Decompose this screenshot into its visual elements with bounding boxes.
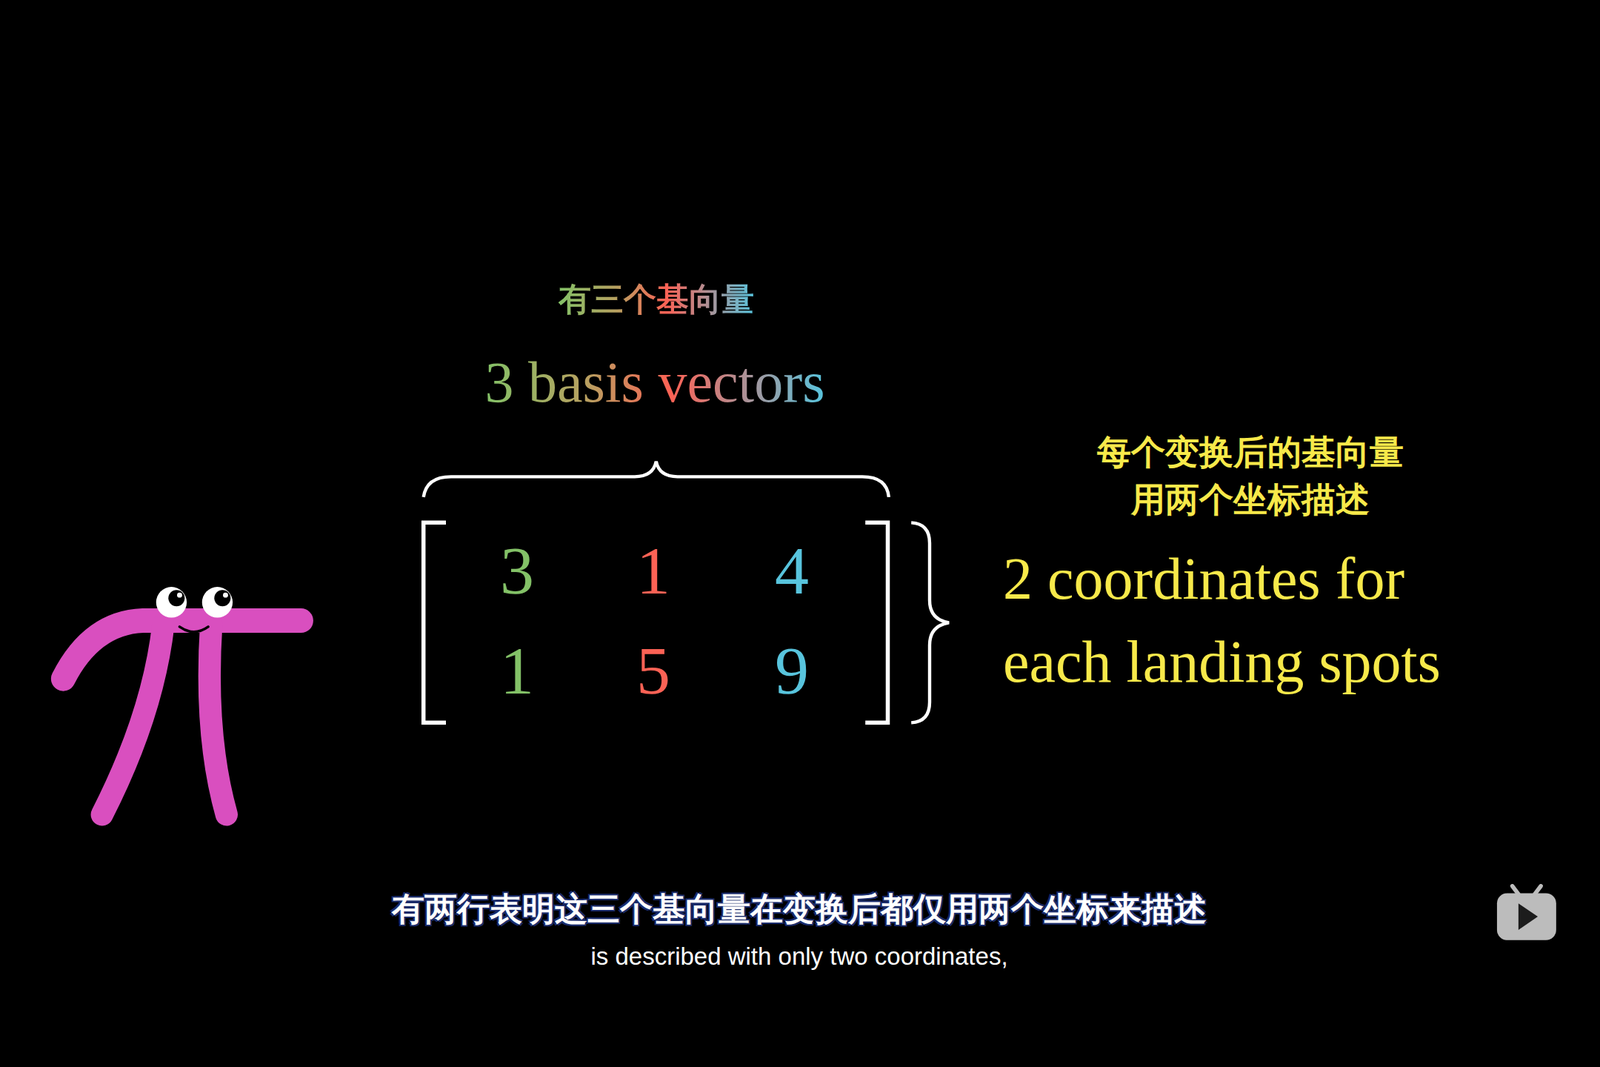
smile <box>179 626 209 632</box>
eye-glint <box>177 592 183 598</box>
matrix-bracket <box>865 522 888 723</box>
matrix-entry: 1 <box>500 631 535 711</box>
drawing-group <box>62 461 1556 940</box>
pi-leg <box>102 624 164 815</box>
pi-creature <box>62 620 301 815</box>
matrix-entry: 5 <box>636 631 671 711</box>
subtitle-english: is described with only two coordinates, <box>590 942 1008 971</box>
pi-bar <box>62 620 301 680</box>
heading: 3 basis vectors <box>484 348 825 416</box>
subtitle-chinese: 有两行表明这三个基向量在变换后都仅用两个坐标来描述 <box>391 890 1207 929</box>
annotation: 2 coordinates for each landing spots <box>1002 537 1522 703</box>
matrix-bracket <box>423 522 446 723</box>
eye-glint <box>222 592 229 598</box>
chinese-heading: 有三个基向量 <box>558 280 755 319</box>
pupil <box>214 589 231 606</box>
pupil <box>168 589 185 606</box>
eye <box>202 586 233 618</box>
matrix-entry: 1 <box>636 531 671 611</box>
matrix-entry: 4 <box>774 531 809 611</box>
matrix-entry: 3 <box>500 531 535 611</box>
matrix-entry: 9 <box>774 631 809 711</box>
curly-brace <box>911 522 949 723</box>
chinese-annotation: 每个变换后的基向量 用两个坐标描述 <box>1090 428 1411 524</box>
curly-brace <box>423 461 889 498</box>
bilibili-icon <box>1497 885 1557 940</box>
eye <box>156 586 187 618</box>
pi-leg <box>209 624 227 815</box>
